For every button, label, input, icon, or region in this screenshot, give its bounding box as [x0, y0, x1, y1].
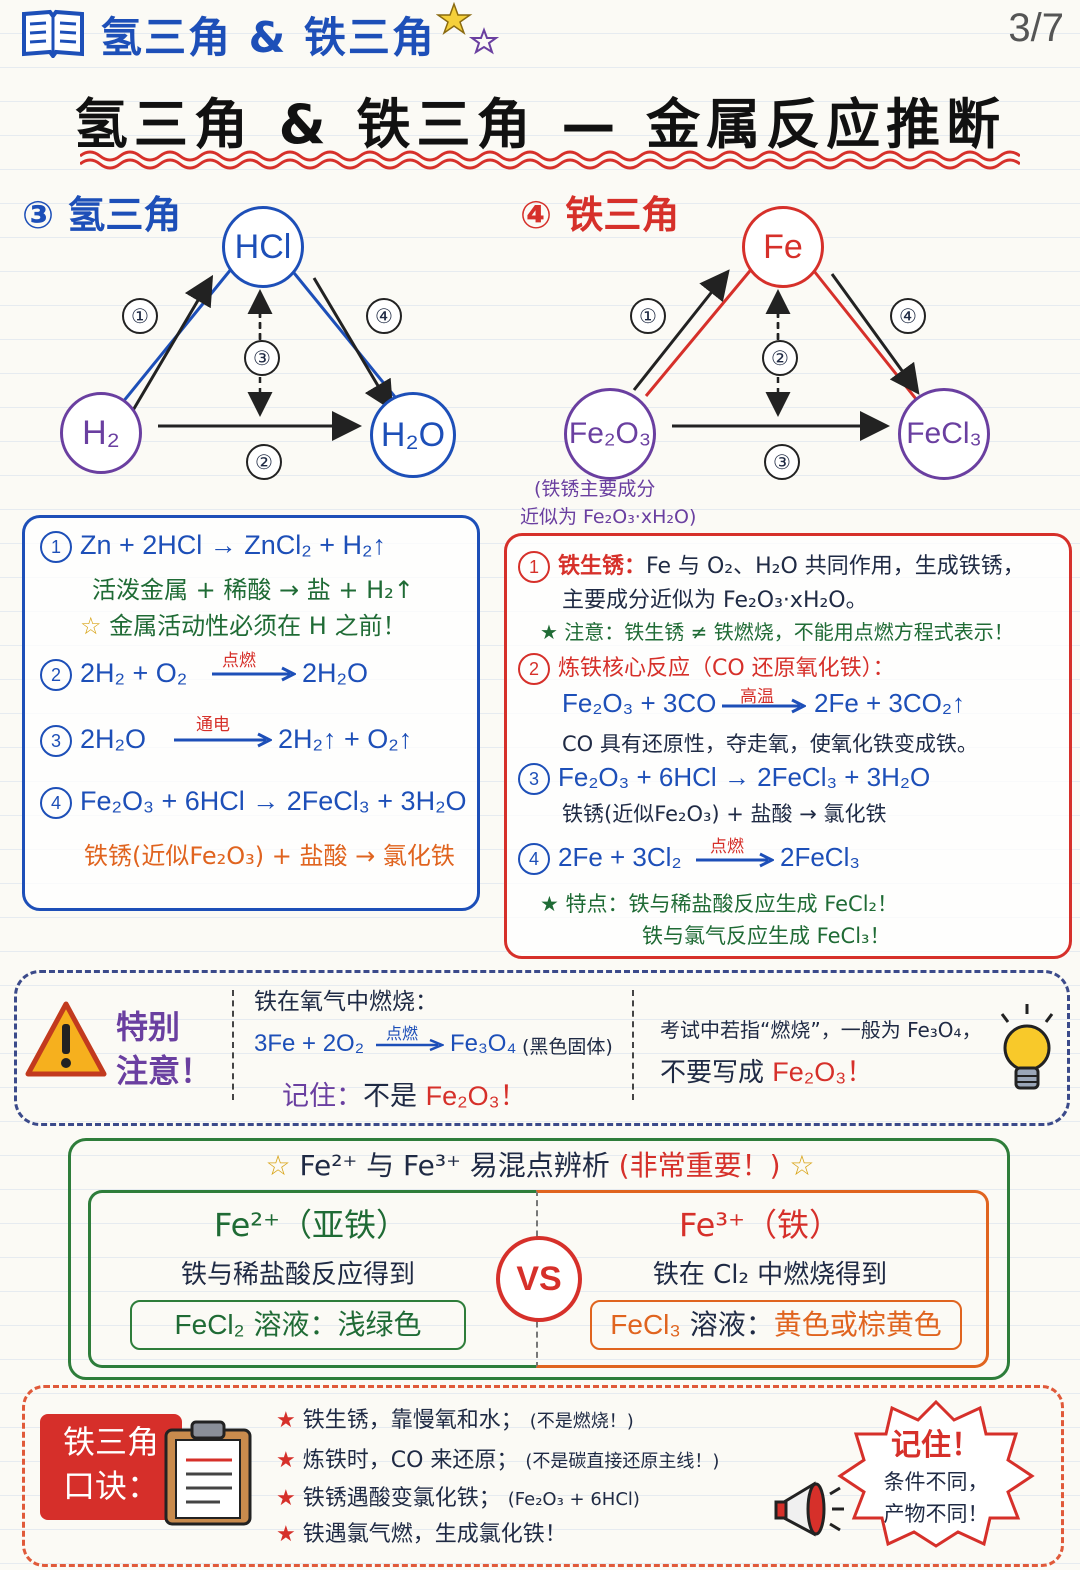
h-eq-4-desc: 铁锈(近似Fe₂O₃) + 盐酸 → 氯化铁 [84, 842, 455, 870]
combustion-product: Fe₃O₄ [450, 1030, 517, 1057]
h-eq-1-note: ☆ 金属活动性必须在 H 之前！ [80, 612, 407, 640]
node-fe: Fe [742, 206, 824, 288]
rust-note-line2: 近似为 Fe₂O₃·xH₂O) [520, 506, 697, 528]
exam-tip-line1: 考试中若指“燃烧”，一般为 Fe₃O₄， [660, 1018, 982, 1042]
node-hcl: HCl [222, 206, 304, 288]
fe-eq-4-note2: 铁与氯气反应生成 FeCl₃！ [642, 924, 891, 948]
clipboard-icon [164, 1420, 252, 1526]
combustion-eq-left: 3Fe + 2O₂ [254, 1030, 365, 1057]
remember-burst-badge [837, 1399, 1035, 1548]
page-title: 氢三角 & 铁三角 — 金属反应推断 [73, 93, 1007, 156]
h-eq-3-arrow [174, 732, 272, 748]
warning-triangle-icon [25, 1001, 107, 1077]
mnemonic-item-4: ★ 铁遇氯气燃，生成氯化铁！ [276, 1522, 567, 1547]
mnemonic-item-1: ★ 铁生锈，靠慢氧和水； (不是燃烧！) [276, 1408, 634, 1433]
node-fe2o3: Fe₂O₃ [564, 388, 656, 480]
fe-eq-4-arrow [696, 852, 774, 868]
mnemonic-item-3: ★ 铁锈遇酸变氯化铁； (Fe₂O₃ + 6HCl) [276, 1486, 640, 1511]
page-number: 3/7 [1008, 6, 1064, 50]
iron-step-label-3: ③ [764, 444, 800, 480]
mnemonic-box [22, 1385, 1064, 1567]
rust-note-line1: (铁锈主要成分 [534, 478, 656, 500]
fe-eq-1-note: ★ 注意：铁生锈 ≠ 铁燃烧，不能用点燃方程式表示！ [540, 620, 1014, 644]
fe3-solution-box: FeCl₃ 溶液：黄色或棕黄色 [590, 1300, 962, 1350]
iron-step-label-2: ② [762, 340, 798, 376]
fe2-panel [88, 1190, 537, 1368]
node-fecl3: FeCl₃ [898, 388, 990, 480]
special-note-label-1: 特别 [116, 1008, 181, 1046]
fe-eq-4-cond: 点燃 [710, 837, 744, 857]
fe3-title: Fe³⁺（铁） [678, 1206, 842, 1244]
h-eq-3-cond: 通电 [196, 715, 230, 735]
remember-line2: 产物不同！ [883, 1502, 989, 1526]
iron-triangle-title: ④ 铁三角 [520, 193, 680, 237]
fe-eq-2-cond: 高温 [740, 687, 774, 707]
fe-eq-2: Fe₂O₃ + 3CO [562, 688, 717, 718]
fe-eq-2-arrow [722, 698, 806, 714]
combustion-cond: 点燃 [386, 1024, 419, 1043]
fe-eq-1-desc: 主要成分近似为 Fe₂O₃·xH₂O。 [562, 588, 868, 613]
h-eq-1-desc: 活泼金属 + 稀酸 → 盐 + H₂↑ [92, 576, 414, 604]
special-note-label-2: 注意！ [116, 1052, 213, 1090]
book-icon [22, 9, 84, 58]
mnemonic-item-2: ★ 炼铁时，CO 来还原； (不是碳直接还原主线！) [276, 1448, 720, 1473]
header-title: 氢三角 & 铁三角 [100, 13, 436, 62]
fe2-fe3-comparison-box [68, 1138, 1010, 1380]
fe-eq-4-product: 2FeCl₃ [780, 842, 860, 872]
hydrogen-equations-box [22, 515, 480, 911]
hydrogen-triangle-title: ③ 氢三角 [22, 193, 182, 237]
exam-tip-line2: 不要写成 Fe₂O₃！ [660, 1057, 874, 1088]
star-icon [436, 2, 500, 55]
fe2-title: Fe²⁺（亚铁） [213, 1206, 409, 1244]
combustion-arrow [376, 1038, 444, 1052]
mnemonic-tag: 铁三角口诀： [40, 1414, 182, 1520]
node-h2o: H₂O [370, 392, 456, 478]
divider-2 [632, 990, 634, 1100]
fe-eq-2-product: 2Fe + 3CO₂↑ [814, 688, 965, 718]
title-underline [80, 150, 1020, 170]
step-label-4: ④ [366, 298, 402, 334]
special-note-box [14, 970, 1070, 1126]
megaphone-icon [774, 1481, 844, 1537]
remember-title: 记住！ [891, 1428, 981, 1463]
h-eq-2-product: 2H₂O [302, 658, 368, 688]
iron-equations-box [504, 533, 1072, 959]
fe-eq-2-desc: CO 具有还原性，夺走氧，使氧化铁变成铁。 [562, 732, 978, 756]
fe2-solution-box: FeCl₂ 溶液：浅绿色 [130, 1300, 466, 1350]
lightbulb-icon [1000, 1004, 1054, 1090]
fe3-desc: 铁在 Cl₂ 中燃烧得到 [652, 1260, 888, 1290]
divider-1 [232, 990, 234, 1100]
h-eq-3-product: 2H₂↑ + O₂↑ [278, 724, 413, 754]
fe-eq-3-desc: 铁锈(近似Fe₂O₃) + 盐酸 → 氯化铁 [562, 802, 887, 826]
fe-eq-4-note1: ★ 特点：铁与稀盐酸反应生成 FeCl₂！ [540, 892, 898, 916]
vs-badge: VS [496, 1236, 582, 1322]
remember-line1: 条件不同， [883, 1470, 989, 1494]
iron-step-label-4: ④ [890, 298, 926, 334]
iron-step-label-1: ① [630, 298, 666, 334]
h-eq-2-arrow [212, 666, 296, 682]
step-label-2: ② [246, 444, 282, 480]
combustion-heading: 铁在氧气中燃烧： [254, 989, 438, 1015]
fe2-desc: 铁与稀盐酸反应得到 [180, 1260, 415, 1290]
combustion-product-note: (黑色固体) [522, 1036, 613, 1058]
combustion-remember: 记住：不是 Fe₂O₃！ [282, 1081, 527, 1112]
step-label-1: ① [122, 298, 158, 334]
comparison-title: ☆ Fe²⁺ 与 Fe³⁺ 易混点辨析 (非常重要！) ☆ [265, 1149, 815, 1182]
step-label-3: ③ [244, 340, 280, 376]
hydrogen-triangle-diagram [116, 267, 406, 441]
node-h2: H₂ [60, 392, 142, 474]
h-eq-2-cond: 点燃 [222, 651, 256, 671]
